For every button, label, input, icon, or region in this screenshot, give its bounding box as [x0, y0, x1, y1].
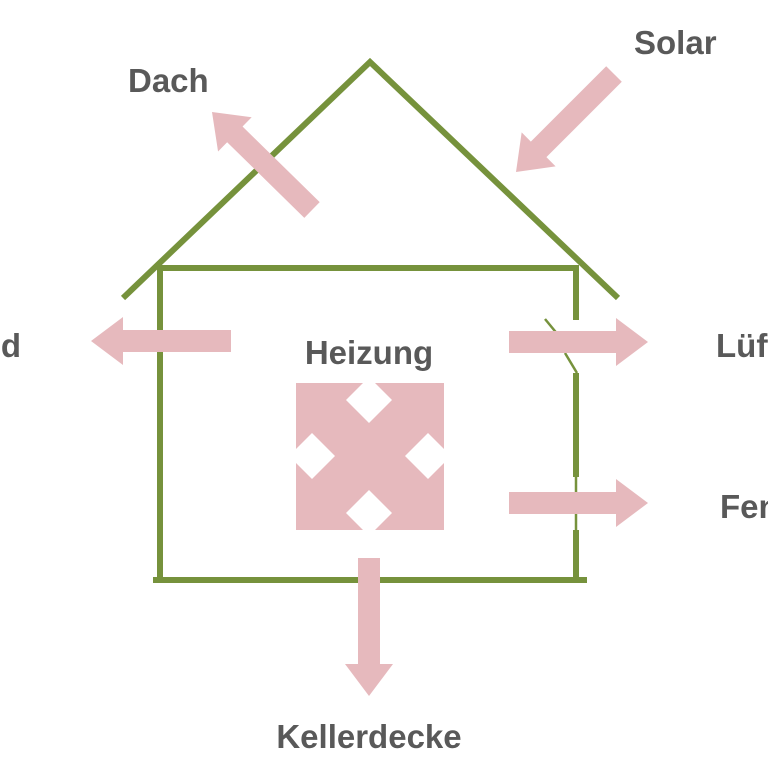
label-heating: Heizung [305, 334, 433, 371]
label-solar: Solar [634, 24, 717, 61]
heater-diamond-bottom [346, 490, 392, 536]
vent-flap-inner [563, 352, 579, 374]
heater-diamond-left [289, 433, 335, 479]
label-window: Fenster [720, 488, 768, 525]
label-roof: Dach [128, 62, 209, 99]
heater-diamond-top [346, 377, 392, 423]
arrow-wall [91, 317, 231, 365]
label-basement-ceiling: Kellerdecke [276, 718, 461, 755]
label-ventilation: Lüftung [716, 327, 768, 364]
arrow-basement-ceiling [345, 558, 393, 696]
roof [120, 57, 621, 301]
arrow-roof [212, 112, 320, 218]
heater-icon [289, 377, 451, 536]
arrow-ventilation [509, 318, 648, 366]
label-wall: Wand [0, 327, 21, 364]
heat-arrows [91, 66, 648, 696]
house-outline [120, 57, 621, 583]
arrow-window [509, 479, 648, 527]
heater-diamond-right [405, 433, 451, 479]
arrow-solar [516, 66, 622, 172]
